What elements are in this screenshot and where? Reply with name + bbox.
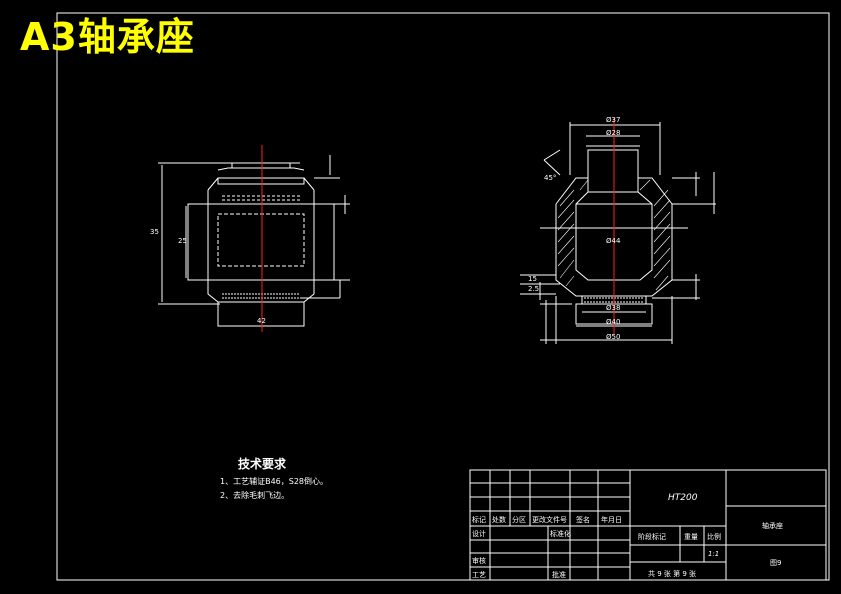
tb-approve: 批准 xyxy=(552,570,566,579)
tech-requirement-item: 1、工艺辅证B46，S28倒心。 xyxy=(220,477,329,486)
tb-ratio: 比例 xyxy=(707,532,721,541)
dim-right-bot3: Ø50 xyxy=(606,333,620,341)
tech-requirement-item: 2、去除毛刺飞边。 xyxy=(220,491,290,500)
tb-scale: 1:1 xyxy=(708,550,719,558)
tb-count: 处数 xyxy=(492,515,506,524)
tb-drawing-no: 图9 xyxy=(770,559,781,567)
tb-mark: 标记 xyxy=(472,515,486,524)
dim-left-inner: 25 xyxy=(178,237,187,245)
tb-zone: 分区 xyxy=(512,515,526,524)
dim-chamfer1: 15 xyxy=(528,275,537,283)
tb-part-name: 轴承座 xyxy=(762,521,783,530)
tb-change-doc: 更改文件号 xyxy=(532,515,567,524)
tb-review: 审核 xyxy=(472,556,486,565)
dim-angle: 45° xyxy=(544,174,556,182)
dim-chamfer2: 2.5 xyxy=(528,285,539,293)
title-block xyxy=(469,469,827,581)
tb-weight: 重量 xyxy=(684,533,698,541)
tb-design: 设计 xyxy=(472,529,486,538)
tb-material: HT200 xyxy=(668,493,698,503)
tb-standardization: 标准化 xyxy=(550,529,571,538)
tb-date: 年月日 xyxy=(601,515,622,524)
drawing-title: A3轴承座 xyxy=(20,15,195,59)
dim-right-bot2: Ø40 xyxy=(606,318,620,326)
tech-requirements-heading: 技术要求 xyxy=(238,457,287,471)
tb-signature: 签名 xyxy=(576,515,590,524)
dim-left-width: 42 xyxy=(257,317,266,325)
left-view xyxy=(158,155,350,327)
dim-right-bore: Ø44 xyxy=(606,237,621,245)
tb-sheets: 共 9 张 第 9 张 xyxy=(648,569,696,578)
dim-right-top1: Ø37 xyxy=(606,116,620,124)
dim-right-bot1: Ø38 xyxy=(606,304,620,312)
dim-right-top2: Ø28 xyxy=(606,129,620,137)
sheet-border xyxy=(56,12,830,581)
dim-left-height: 35 xyxy=(150,228,159,236)
tb-stage-mark: 阶段标记 xyxy=(638,532,666,541)
tb-process: 工艺 xyxy=(472,571,486,579)
